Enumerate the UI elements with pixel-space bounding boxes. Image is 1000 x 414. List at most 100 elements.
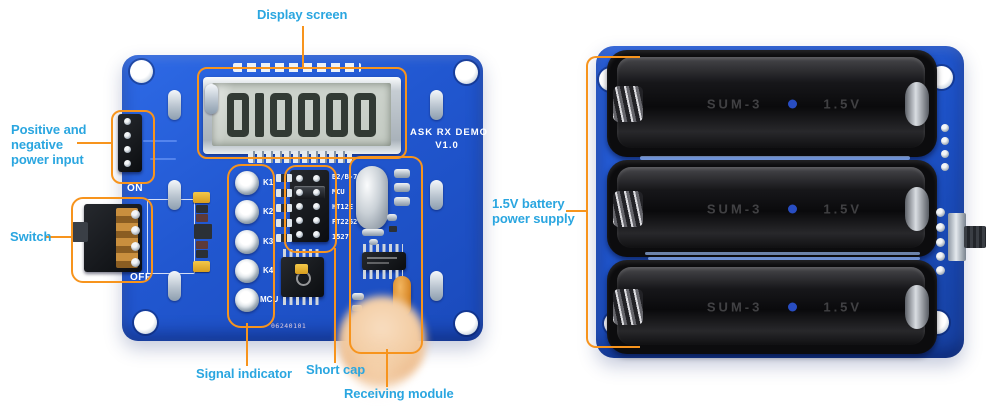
lcd-digit-0 (227, 92, 249, 137)
battery-supply-label-line2: power supply (492, 211, 575, 226)
mounting-hole (134, 311, 157, 334)
switch-label: Switch (10, 229, 52, 244)
switch-annotation-box (71, 197, 153, 283)
battery-blue-dot (788, 302, 798, 312)
signal-led (235, 259, 259, 283)
switch-screw (131, 242, 140, 251)
signal-led (235, 200, 259, 224)
switch-on-label: ON (127, 183, 143, 194)
signal-led-label: K1 (263, 178, 274, 187)
battery-marking-text: SUM-3 (706, 201, 763, 216)
jumper-label: PT2262 (332, 218, 358, 226)
mcu-pins-top (283, 249, 322, 257)
signal-indicator-label: Signal indicator (196, 366, 292, 381)
edge-pad (936, 208, 945, 217)
module-annotation-box (349, 156, 423, 354)
edge-pad (936, 266, 945, 275)
transistor-sot23 (194, 224, 212, 239)
mounting-hole (130, 60, 153, 83)
switch-leader-line (46, 236, 72, 238)
power-header-pin (124, 132, 131, 139)
power-leader-line (77, 142, 113, 144)
battery-contact-cap (905, 285, 929, 329)
battery-marking-text: SUM-3 (706, 299, 763, 315)
jumper-label: MCU (332, 188, 345, 196)
side-switch-knob (964, 226, 986, 248)
module-pad (369, 239, 378, 245)
pcb-trace (143, 140, 177, 142)
crystal-oscillator (356, 166, 388, 230)
lcd-display (203, 77, 401, 154)
signal-leader-line (246, 323, 248, 366)
edge-pad (936, 223, 945, 232)
battery-blue-dot (788, 99, 798, 108)
signal-led (235, 230, 259, 254)
header-pin (296, 231, 303, 238)
capacitor-yellow (295, 264, 308, 274)
module-pad (394, 183, 410, 192)
power-header-pin (124, 118, 131, 125)
battery-cell (617, 267, 925, 345)
power-input-label: Positive and negative power input (11, 122, 86, 167)
smd-part (389, 226, 397, 232)
shortcap-leader-line (334, 248, 336, 363)
short-cap-header (290, 170, 329, 242)
pcb-gap-highlight (645, 252, 920, 255)
edge-pad (941, 137, 949, 145)
power-input-label-line1: Positive and (11, 122, 87, 137)
module-pad (352, 293, 364, 300)
battery-contact-cap (905, 186, 929, 231)
power-input-label-line3: power input (11, 152, 84, 167)
lcd-digit-0 (326, 92, 348, 137)
capacitor-yellow (193, 192, 210, 203)
crystal-base (362, 229, 384, 236)
battery-spring (613, 289, 643, 325)
finger-tip (352, 348, 404, 392)
header-pin (296, 175, 303, 182)
battery-supply-label: 1.5V battery power supply (492, 196, 575, 226)
module-pad (394, 169, 410, 178)
signal-led-label: K2 (263, 207, 274, 216)
battery-supply-label-line1: 1.5V battery (492, 196, 565, 211)
smd-resistor (196, 214, 208, 222)
module-ic-marking (367, 257, 397, 259)
signal-annotation-box (227, 164, 275, 328)
module-leader-line (386, 349, 388, 387)
signal-led-label: K3 (263, 237, 274, 246)
header-pin (313, 231, 320, 238)
pcb-trace (150, 158, 176, 160)
header-pin (296, 203, 303, 210)
mounting-hole (455, 312, 478, 335)
module-ic-marking2 (367, 262, 389, 264)
header-pin (313, 175, 320, 182)
battery-spring (613, 85, 643, 122)
header-pin (313, 203, 320, 210)
battery-contact-cap (905, 81, 929, 126)
signal-led-label: K4 (263, 266, 274, 275)
jumper-label: B2/B-7 (332, 173, 358, 181)
switch-silkscreen-outline (147, 199, 195, 274)
switch-contacts (116, 208, 138, 268)
signal-led-label: MCU (260, 295, 279, 304)
power-input-label-line2: negative (11, 137, 63, 152)
header-pin (296, 217, 303, 224)
mcu-pins-bottom (283, 297, 322, 305)
module-ic-pins-bottom (363, 270, 403, 279)
capacitor-yellow (193, 261, 210, 272)
battery-cell (617, 167, 925, 248)
serial-silkscreen: 06240101 (271, 322, 307, 330)
module-ic-pins-top (363, 244, 403, 253)
switch-off-label: OFF (130, 272, 152, 283)
signal-led (235, 288, 259, 312)
board-title-line2: V1.0 (435, 140, 459, 151)
lcd-digit-0 (354, 92, 376, 137)
oval-solder-pad (205, 84, 218, 114)
switch-screw (131, 258, 140, 267)
